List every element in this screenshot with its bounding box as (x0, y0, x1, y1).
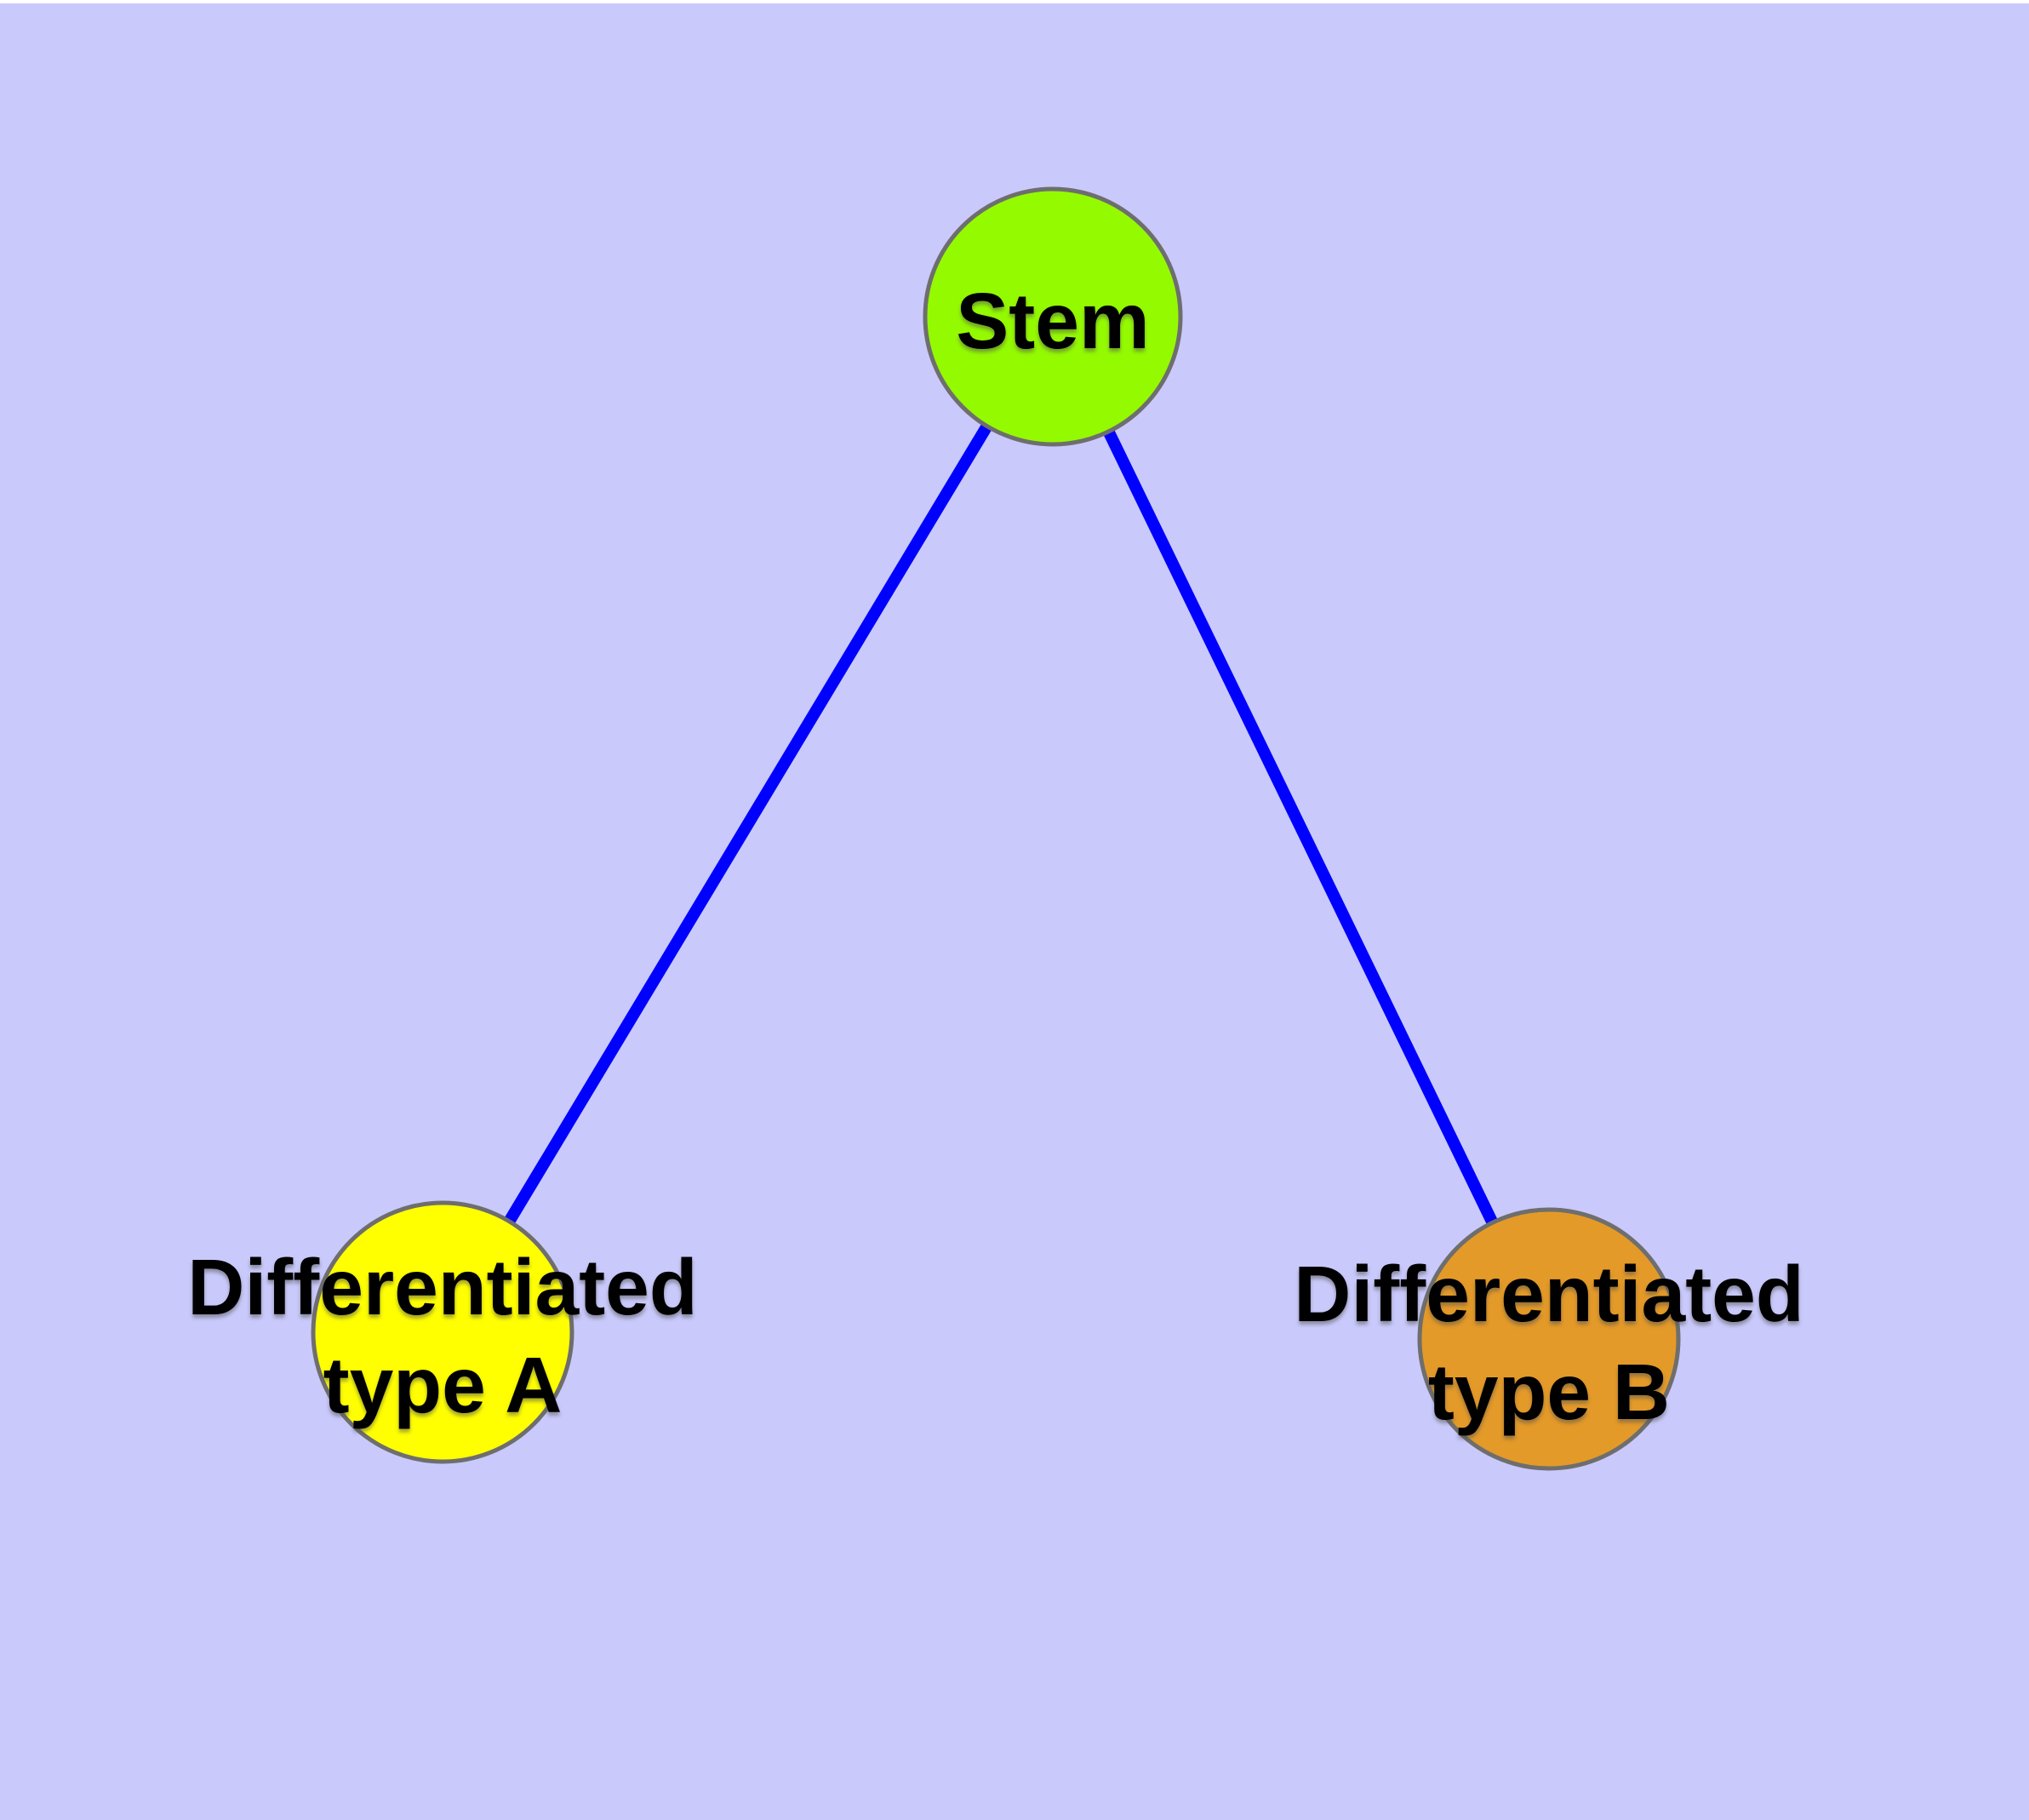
node-type-a-label-line1: Differentiated (187, 1243, 697, 1331)
node-differentiated-type-b (1417, 1207, 1681, 1471)
node-stem-label: Stem (956, 277, 1149, 365)
edge-stem-to-type-b (1047, 313, 1555, 1342)
edge-stem-to-type-a (437, 313, 1058, 1336)
node-differentiated-type-a (311, 1200, 574, 1464)
node-type-a-label-line2: type A (323, 1341, 563, 1429)
top-margin (0, 0, 2029, 3)
node-type-b-label-line2: type B (1428, 1348, 1670, 1436)
node-stem (923, 186, 1183, 447)
node-type-b-label-line1: Differentiated (1294, 1250, 1803, 1338)
